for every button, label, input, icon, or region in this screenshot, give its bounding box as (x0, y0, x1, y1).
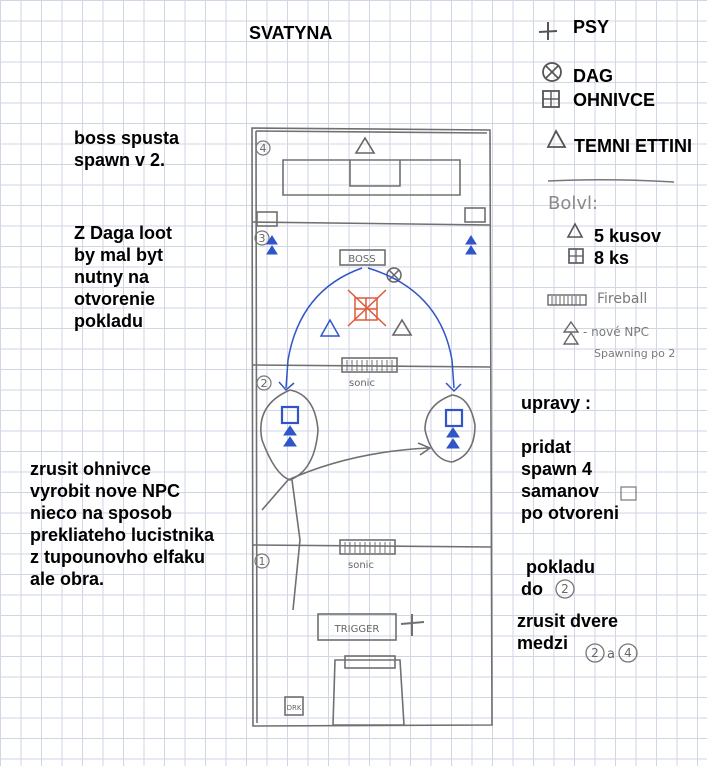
samani-box-icon (620, 486, 637, 501)
svg-text:2: 2 (561, 582, 569, 596)
path-arrow-main (287, 442, 432, 611)
blue-path-left (285, 267, 363, 389)
room-number-3: 3 (259, 232, 266, 245)
note-pridat: pridat spawn 4 samanov po otvoreni (521, 437, 619, 523)
entrance-block (332, 659, 405, 726)
npc-area-left (260, 389, 319, 481)
note-dag-loot: Z Daga loot by mal byt nutny na otvoreni… (74, 223, 172, 331)
circle-x-icon (542, 62, 562, 82)
trigger-label: TRIGGER (334, 624, 380, 635)
triangle-icon (283, 436, 297, 447)
outer-wall-double (255, 130, 488, 724)
path-arrow-left (261, 479, 289, 511)
corner-label: DRK (287, 704, 302, 712)
note-dvere: zrusit dvere medzi (517, 611, 619, 653)
legend-label-psy: PSY (573, 17, 610, 37)
triangle-icon (566, 222, 584, 238)
room-number-4: 4 (260, 142, 267, 155)
note-ohnivce: zrusit ohnivce vyrobit nove NPC nieco na… (30, 459, 215, 589)
triangle-icon (283, 425, 297, 436)
triangle-icon (391, 318, 413, 336)
legend-new-npc-sub: Spawning po 2 (594, 347, 676, 360)
count-triangles: 5 kusov (594, 226, 662, 246)
sonic-trap-1 (341, 357, 398, 373)
divider-2-1 (252, 544, 493, 548)
room-number-1: 1 (259, 555, 266, 568)
triangle-icon (354, 136, 376, 154)
boss-tag-frame (339, 249, 386, 266)
plus-icon (538, 22, 558, 40)
legend-divider (547, 178, 675, 183)
room-4-alcove (349, 160, 401, 187)
legend-label-temni-ettini: TEMNI ETTINI (574, 136, 692, 156)
svg-text:4: 4 (624, 646, 632, 660)
legend-label-dag: DAG (573, 66, 613, 86)
boxed-plus-icon (568, 248, 584, 264)
triangle-icon (446, 427, 460, 438)
legend-count-heading: Bolvl: (548, 193, 599, 214)
triangle-icon (465, 245, 477, 255)
count-boxes: 8 ks (594, 248, 630, 268)
triangle-icon (319, 318, 341, 337)
room-ref-group: 2 a 4 (585, 643, 638, 663)
fireball-trap-icon (547, 294, 587, 306)
entrance-grate (344, 655, 396, 669)
blue-path-right (367, 267, 455, 389)
sonic-label-2: sonic (348, 560, 374, 571)
outer-wall (251, 127, 493, 727)
door-left (256, 211, 278, 227)
triangle-icon (446, 438, 460, 449)
corner-box (284, 696, 304, 716)
note-pokladu: pokladu do (521, 557, 596, 599)
triangle-icon (465, 235, 477, 245)
plus-icon (400, 614, 425, 636)
legend-new-npc: - nové NPC (583, 325, 649, 339)
room-number-2: 2 (261, 377, 268, 390)
triangle-icon (546, 129, 567, 148)
boss-label: BOSS (348, 254, 375, 265)
triangle-icon (266, 245, 278, 255)
boxed-plus-icon (444, 408, 464, 428)
note-upravy: upravy : (521, 393, 592, 413)
page-title: SVATYNA (249, 23, 333, 43)
legend-label-ohnivce: OHNIVCE (573, 90, 656, 110)
sonic-label-1: sonic (349, 378, 375, 389)
npc-area-right (424, 394, 476, 463)
note-boss-spawn: boss spusta spawn v 2. (74, 128, 180, 170)
room-4-inner-wall (282, 159, 461, 196)
svg-text:2: 2 (591, 646, 599, 660)
boxed-plus-icon (542, 90, 560, 108)
svg-text:a: a (607, 647, 615, 662)
sonic-trap-2 (339, 539, 396, 555)
triangle-icon (266, 235, 278, 245)
divider-4-3 (252, 221, 492, 226)
room-ref-circle: 2 (555, 579, 575, 599)
boxed-plus-icon (280, 405, 300, 425)
stacked-triangles-icon (562, 320, 580, 345)
trigger-plate (317, 613, 397, 641)
door-right (464, 207, 486, 223)
legend-fireball: Fireball (597, 291, 648, 307)
